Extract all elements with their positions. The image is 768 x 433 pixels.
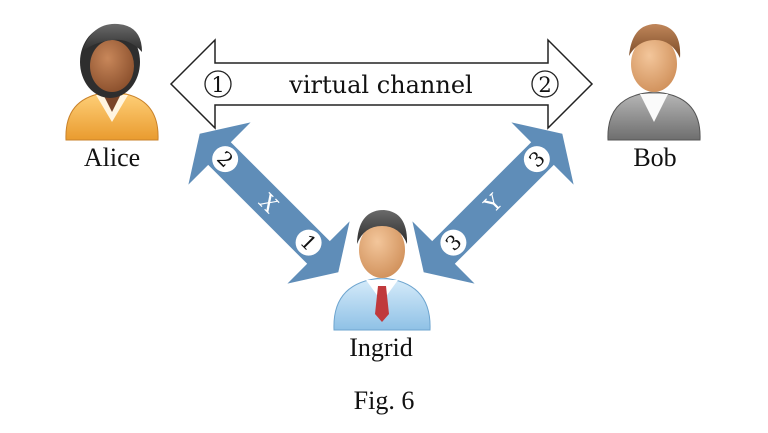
link-arrow-x: 2 X 1 — [188, 122, 350, 284]
virtual-channel-label: virtual channel — [288, 71, 472, 99]
virtual-channel-arrow: 1 2 virtual channel — [169, 38, 594, 130]
alice-name: Alice — [83, 143, 141, 172]
alice-avatar-icon — [65, 23, 159, 141]
ingrid-name: Ingrid — [349, 333, 413, 362]
channel-marker-left — [204, 70, 232, 98]
figure-caption: Fig. 6 — [353, 386, 415, 415]
link-y-top-marker — [523, 146, 550, 173]
channel-marker-right-text: 2 — [538, 73, 551, 97]
bob-name: Bob — [633, 143, 677, 172]
channel-marker-right — [531, 70, 559, 98]
link-x-bottom-marker — [295, 229, 322, 256]
bob-avatar-icon — [607, 24, 701, 141]
link-x-top-marker — [212, 146, 239, 173]
ingrid-avatar-icon — [333, 210, 431, 331]
link-arrow-y: 3 Y 3 — [412, 122, 574, 284]
link-y-bottom-marker — [440, 229, 467, 256]
channel-marker-left-text: 1 — [211, 73, 224, 97]
